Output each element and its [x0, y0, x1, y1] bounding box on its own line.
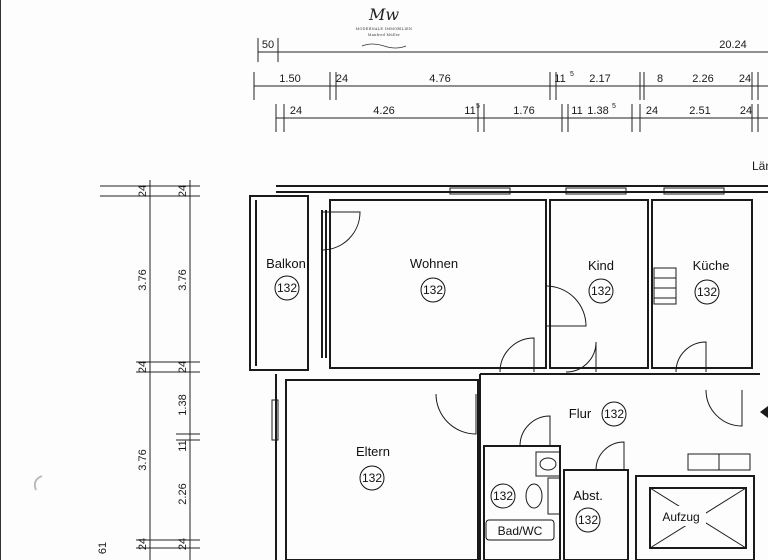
room-balkon: Balkon 132	[266, 256, 306, 301]
dim-top-r3-2-sup: 5	[476, 103, 480, 110]
dim-top-r3-6: 24	[646, 105, 658, 117]
dim-top-r2-2: 4.76	[429, 73, 450, 85]
dim-top-r2-5: 8	[657, 73, 663, 85]
room-aufzug: Aufzug	[656, 506, 706, 526]
dim-top-r2-6: 2.26	[692, 73, 713, 85]
room-bad: 132 Bad/WC	[485, 483, 555, 541]
room-number-abst: 132	[578, 513, 598, 527]
dim-top-r2-3: 11	[554, 73, 565, 85]
dim-left-c2-5: 2.26	[177, 483, 189, 504]
room-badge-wohnen	[420, 277, 446, 303]
dim-top-r2-4: 2.17	[589, 73, 610, 85]
room-badge-kind	[588, 278, 614, 304]
room-name-aufzug: Aufzug	[662, 510, 699, 524]
room-name-kueche: Küche	[693, 258, 730, 273]
room-number-balkon: 132	[277, 281, 297, 295]
dim-top-r3-1: 4.26	[373, 105, 394, 117]
dim-left-c1-3: 3.76	[137, 449, 149, 470]
dim-top-r2-1: 24	[336, 73, 348, 85]
dim-left-c1-0: 24	[137, 185, 149, 197]
room-eltern: Eltern 132	[356, 444, 390, 491]
dim-left-c1-2: 24	[137, 361, 149, 373]
top-dimension-chains	[253, 38, 768, 132]
aufzug-label-bg	[656, 506, 706, 526]
room-number-bad: 132	[493, 489, 513, 503]
room-kueche: Küche 132	[693, 258, 730, 305]
room-badge-bad	[490, 483, 516, 509]
room-badge-balkon	[274, 275, 300, 301]
dim-left-c2-6: 24	[177, 538, 189, 550]
dim-top-r2-3-sup: 5	[570, 71, 574, 78]
dim-top-r3-4: 11	[571, 105, 582, 117]
dim-left-c2-0: 24	[177, 185, 189, 197]
logo-line-1: MODERNALE IMMOBILIEN	[356, 27, 413, 31]
doors	[321, 211, 743, 471]
dim-top-r3-7: 2.51	[689, 105, 710, 117]
room-badge-flur	[601, 401, 627, 427]
dim-left-bottom: 61	[97, 542, 109, 554]
room-abst: Abst. 132	[573, 488, 603, 533]
dim-left-c1-4: 24	[137, 538, 149, 550]
dim-top-r3-2: 11	[464, 105, 475, 117]
logo-monogram: Mw	[368, 5, 399, 24]
fixtures	[525, 267, 751, 549]
room-number-flur: 132	[604, 407, 624, 421]
dim-left-c2-2: 24	[177, 361, 189, 373]
room-name-kind: Kind	[588, 258, 614, 273]
edge-label: Län	[752, 159, 768, 173]
room-flur: Flur 132	[569, 401, 627, 427]
room-name-flur: Flur	[569, 406, 592, 421]
dim-top-r3-0: 24	[290, 105, 302, 117]
dim-top-r3-5-sup: 5	[612, 103, 616, 110]
room-number-eltern: 132	[362, 471, 382, 485]
dim-top-r2-0: 1.50	[279, 73, 300, 85]
dim-left-c2-1: 3.76	[177, 269, 189, 290]
entrance-arrow-icon	[760, 406, 768, 418]
room-number-wohnen: 132	[423, 283, 443, 297]
room-badge-kueche	[694, 279, 720, 305]
windows	[271, 187, 725, 441]
dim-top-r3-8: 24	[740, 105, 752, 117]
dim-top-r1-1: 20.24	[719, 39, 747, 51]
dim-left-c1-1: 3.76	[137, 269, 149, 290]
walls	[249, 185, 768, 560]
left-dimension-chains	[100, 180, 200, 560]
scan-mark	[33, 475, 43, 491]
room-badge-eltern	[359, 465, 385, 491]
room-name-wohnen: Wohnen	[410, 256, 458, 271]
dim-left-c2-4: 11	[177, 440, 189, 451]
room-name-bad: Bad/WC	[498, 524, 543, 538]
room-name-abst: Abst.	[573, 488, 603, 503]
room-kind: Kind 132	[588, 258, 614, 304]
room-wohnen: Wohnen 132	[410, 256, 458, 303]
logo-line-2: Manfred Müller	[368, 33, 400, 37]
dim-top-r3-3: 1.76	[513, 105, 534, 117]
room-badge-abst	[575, 507, 601, 533]
room-name-eltern: Eltern	[356, 444, 390, 459]
left-dimension-texts: 24 3.76 24 3.76 24 24 3.76 24 1.38 11 2.…	[97, 185, 189, 554]
room-number-kind: 132	[591, 284, 611, 298]
room-plate-bad	[485, 519, 555, 541]
dim-left-c2-3: 1.38	[177, 394, 189, 415]
dim-top-r1-0: 50	[262, 39, 274, 51]
logo-flourish	[361, 43, 407, 49]
dim-top-r3-5: 1.38	[587, 105, 608, 117]
dim-top-r2-7: 24	[739, 73, 751, 85]
company-logo: Mw MODERNALE IMMOBILIEN Manfred Müller	[356, 5, 413, 49]
room-name-balkon: Balkon	[266, 256, 306, 271]
room-number-kueche: 132	[697, 285, 717, 299]
